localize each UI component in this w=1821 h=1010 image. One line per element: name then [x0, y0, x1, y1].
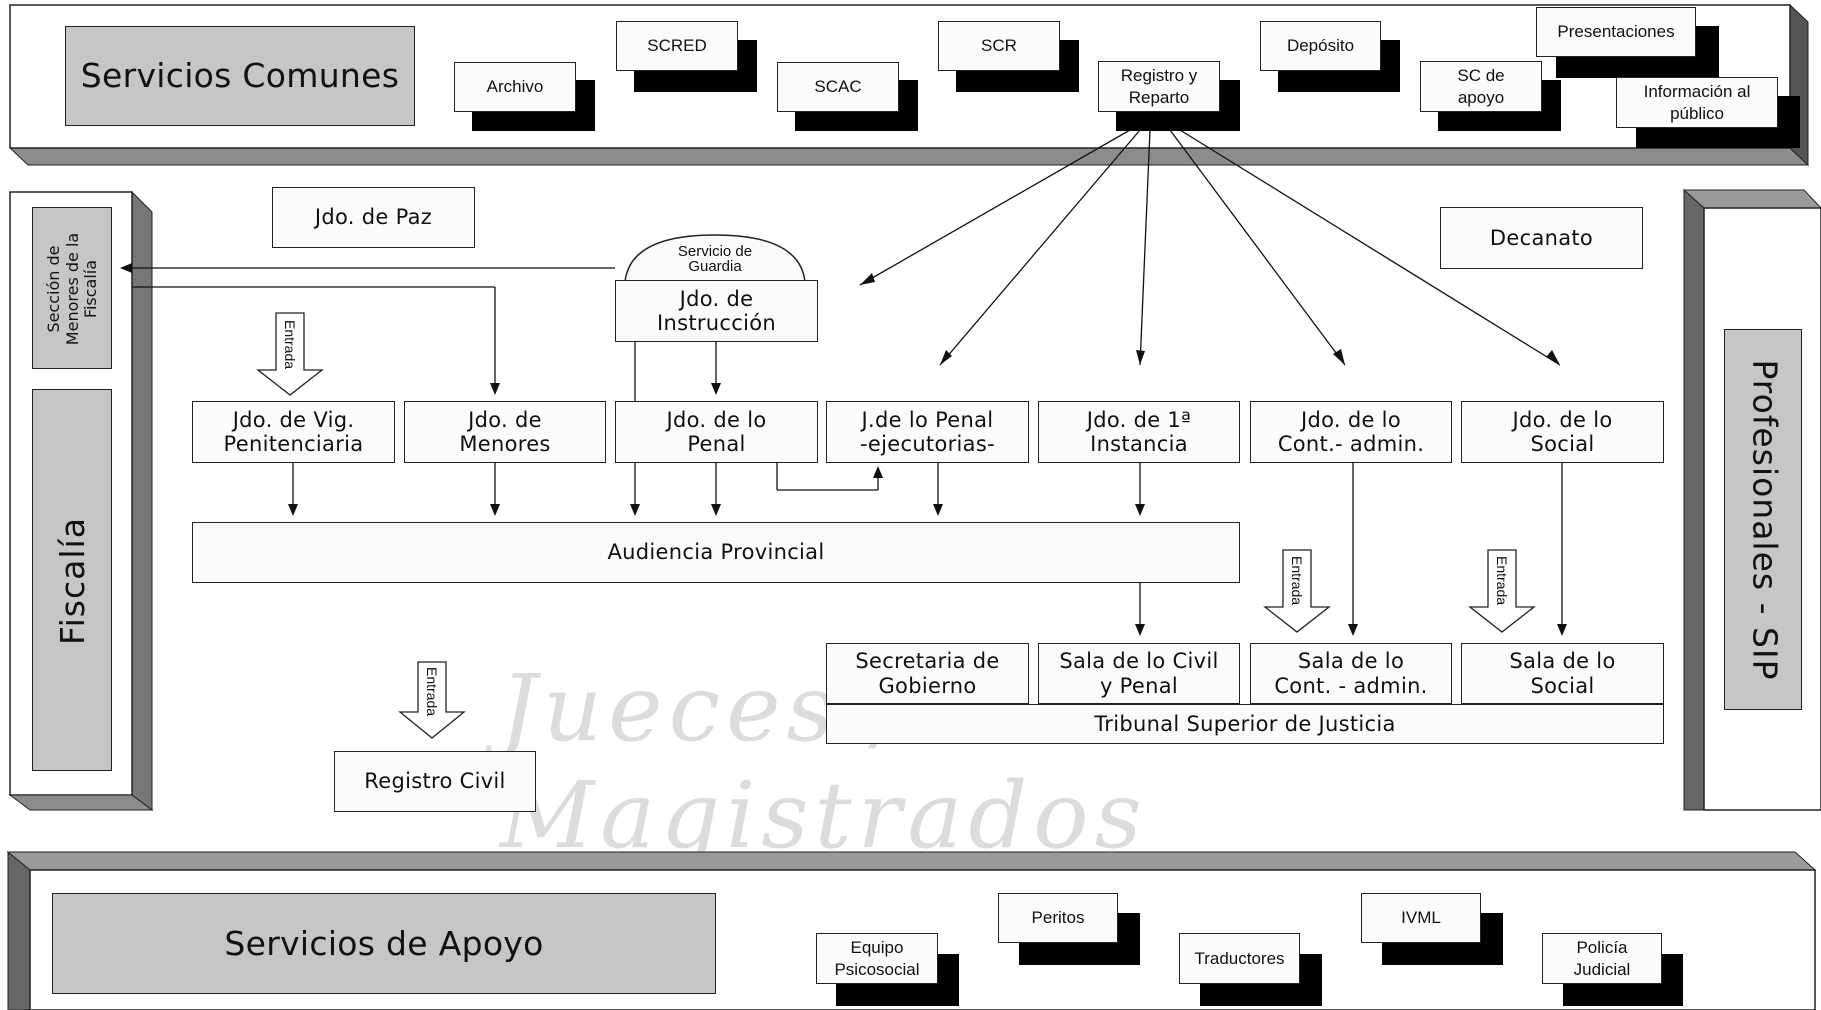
scred-box: SCRED	[616, 21, 738, 71]
jdo-penal-ejecutorias-box: J.de lo Penal -ejecutorias-	[826, 401, 1029, 463]
jdo-social-box: Jdo. de lo Social	[1461, 401, 1664, 463]
archivo-box: Archivo	[454, 62, 576, 112]
equipo-psicosocial-box: Equipo Psicosocial	[816, 933, 938, 984]
jdo-instruccion-box: Jdo. de Instrucción	[615, 280, 818, 342]
servicios-apoyo-title: Servicios de Apoyo	[52, 893, 716, 994]
seccion-menores-box: Sección de Menores de la Fiscalía	[32, 207, 112, 369]
profesionales-box: Profesionales - SIP	[1724, 329, 1802, 710]
jdo-cont-admin-box: Jdo. de lo Cont.- admin.	[1250, 401, 1452, 463]
entrada-label: Entrada	[424, 667, 440, 717]
jdo-paz-box: Jdo. de Paz	[272, 187, 475, 248]
jdo-primera-instancia-box: Jdo. de 1ª Instancia	[1038, 401, 1240, 463]
entrada-label: Entrada	[1494, 556, 1510, 606]
deposito-box: Depósito	[1260, 21, 1381, 71]
entrada-arrows	[256, 312, 1536, 739]
sala-civil-penal-box: Sala de lo Civil y Penal	[1038, 643, 1240, 704]
scr-box: SCR	[938, 21, 1060, 71]
entrada-label: Entrada	[282, 320, 298, 370]
registro-civil-box: Registro Civil	[334, 751, 536, 812]
fiscalia-box: Fiscalía	[32, 389, 112, 771]
jdo-vig-penitenciaria-box: Jdo. de Vig. Penitenciaria	[192, 401, 395, 463]
entrada-label: Entrada	[1289, 556, 1305, 606]
sala-cont-admin-box: Sala de lo Cont. - admin.	[1250, 643, 1452, 704]
guardia-dome	[624, 234, 806, 283]
scac-box: SCAC	[777, 62, 899, 112]
traductores-box: Traductores	[1179, 933, 1300, 984]
connector-arrowheads	[120, 263, 1567, 636]
tribunal-superior-box: Tribunal Superior de Justicia	[826, 704, 1664, 744]
peritos-box: Peritos	[998, 893, 1118, 943]
reparto-arrows	[859, 129, 1561, 366]
servicio-guardia-label: Servicio de Guardia	[677, 243, 753, 275]
decanato-box: Decanato	[1440, 207, 1643, 269]
servicios-comunes-title: Servicios Comunes	[65, 26, 415, 126]
seccion-menores-label: Sección de Menores de la Fiscalía	[44, 232, 101, 346]
registro-reparto-box: Registro y Reparto	[1098, 61, 1220, 112]
fiscalia-label: Fiscalía	[53, 517, 93, 645]
ivml-box: IVML	[1361, 893, 1481, 943]
jdo-penal-box: Jdo. de lo Penal	[615, 401, 818, 463]
secretaria-gobierno-box: Secretaria de Gobierno	[826, 643, 1029, 704]
reparto-arrowheads	[860, 273, 1560, 365]
informacion-publico-box: Información al público	[1616, 77, 1778, 128]
jdo-menores-box: Jdo. de Menores	[404, 401, 606, 463]
connectors	[125, 267, 1563, 632]
sc-apoyo-box: SC de apoyo	[1420, 61, 1542, 112]
audiencia-provincial-box: Audiencia Provincial	[192, 522, 1240, 583]
policia-judicial-box: Policía Judicial	[1542, 933, 1662, 984]
profesionales-label: Profesionales - SIP	[1745, 359, 1785, 681]
presentaciones-box: Presentaciones	[1536, 7, 1696, 57]
sala-social-box: Sala de lo Social	[1461, 643, 1664, 704]
